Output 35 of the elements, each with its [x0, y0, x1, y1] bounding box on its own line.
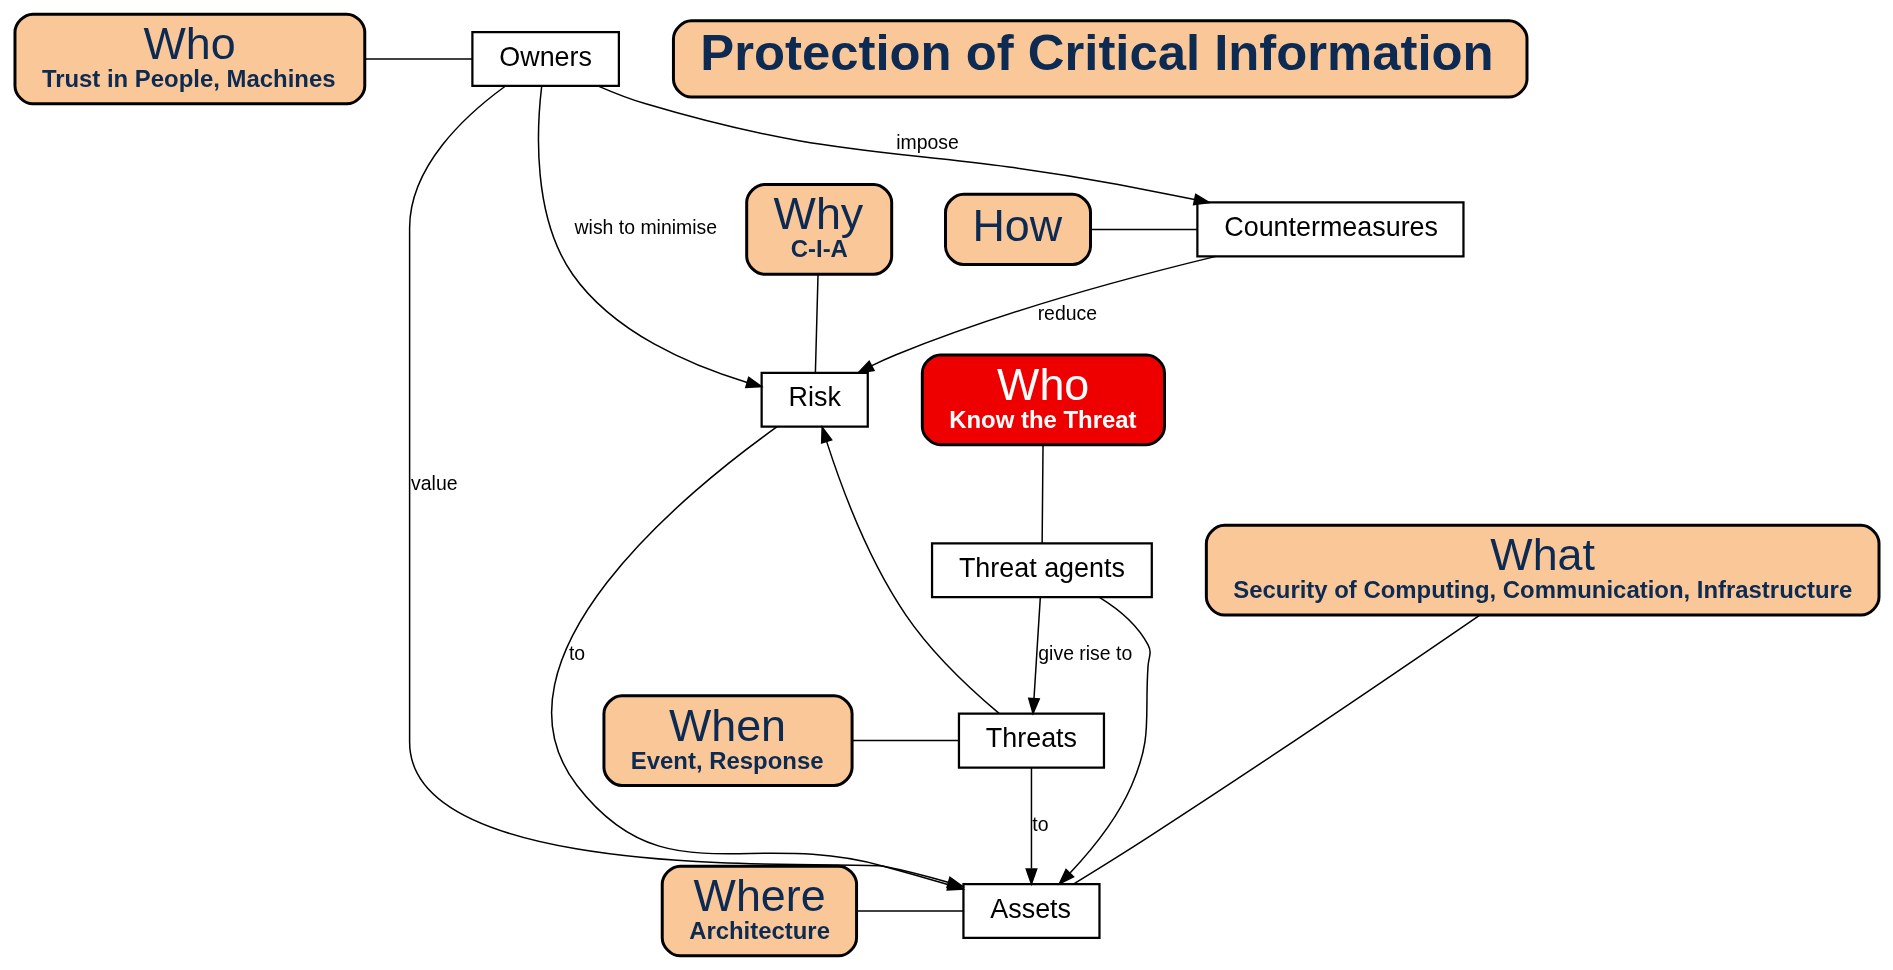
edge-label: value: [410, 472, 457, 495]
arrow: [820, 425, 1000, 715]
node-box: Assets: [961, 883, 1101, 940]
edge-label: to: [1031, 812, 1049, 835]
node-box: Threat agents: [930, 542, 1153, 599]
connector: [855, 910, 964, 912]
node-box: Who Know the Threat: [920, 353, 1166, 447]
connector: [814, 273, 819, 374]
connector: [363, 58, 473, 60]
node-box: When Event, Response: [601, 694, 854, 787]
node-box: Who Trust in People, Machines: [13, 12, 366, 106]
node-box: Countermeasures: [1195, 201, 1465, 258]
arrow: [1024, 766, 1038, 887]
connector: [1072, 614, 1480, 885]
arrow: [855, 255, 1217, 374]
edge-label: impose: [895, 131, 959, 154]
arrow: [1057, 596, 1151, 886]
node-box: Owners: [470, 30, 620, 87]
connector: [851, 739, 959, 742]
arrow: [537, 85, 764, 389]
node-box: Protection of Critical Information: [671, 19, 1528, 99]
edge-label: give rise to: [1037, 642, 1132, 665]
arrow: [597, 85, 1212, 206]
connector: [1040, 444, 1044, 544]
node-box: Where Architecture: [660, 864, 858, 958]
node-box: What Security of Computing, Communication, Infrastructure: [1204, 523, 1880, 617]
node-box: Why C-I-A: [744, 183, 893, 276]
edge-label: wish to minimise: [574, 216, 717, 239]
node-box: Risk: [760, 371, 869, 428]
connector: [1089, 228, 1198, 231]
node-box: Threats: [957, 712, 1105, 769]
edge-label: reduce: [1037, 301, 1097, 324]
node-box: How: [943, 192, 1092, 266]
arrow: [1027, 596, 1041, 716]
edge-label: to: [568, 642, 585, 665]
